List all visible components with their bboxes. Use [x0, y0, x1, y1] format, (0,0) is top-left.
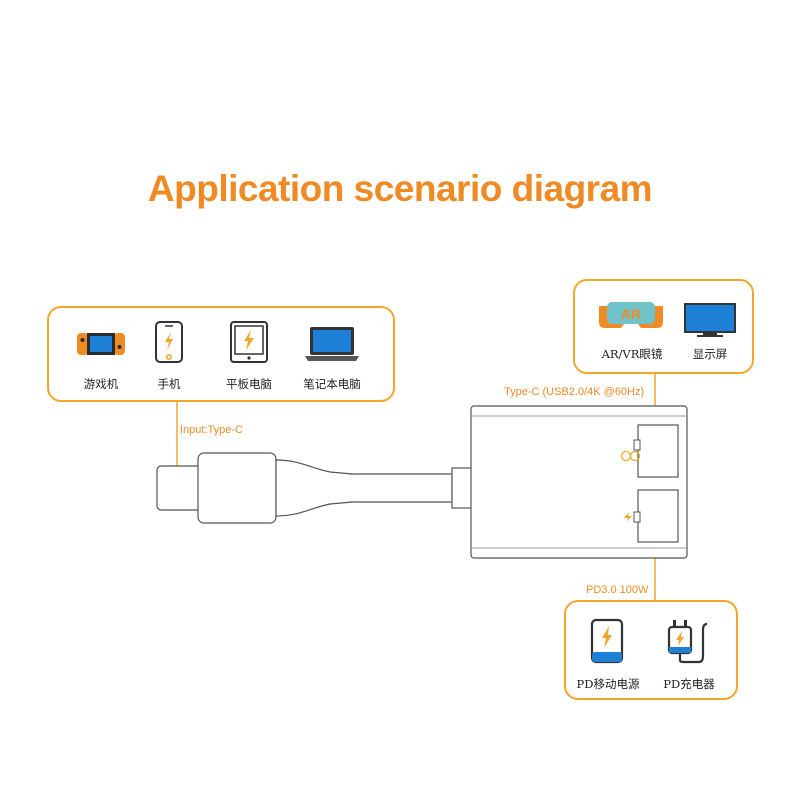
output-type-label: Type-C (USB2.0/4K @60Hz) — [504, 386, 645, 398]
power-bank-icon — [590, 618, 624, 664]
tablet-icon — [230, 321, 268, 363]
input-device-label: 笔记本电脑 — [303, 377, 361, 391]
glasses-glyph-icon — [620, 450, 641, 462]
phone-icon — [155, 321, 183, 363]
page-title: Application scenario diagram — [147, 168, 653, 209]
output-port — [637, 424, 679, 478]
ar-vr-glasses-icon: AR — [599, 302, 663, 328]
input-device-label: 平板电脑 — [226, 377, 272, 391]
strain-relief — [275, 459, 356, 517]
charger-icon — [667, 620, 708, 664]
monitor-icon — [684, 303, 736, 337]
power-type-label: PD3.0 100W — [586, 584, 649, 596]
cable-neck — [451, 467, 473, 509]
input-device-label: 游戏机 — [83, 377, 119, 391]
plug-housing — [197, 452, 277, 524]
game-console-icon — [77, 333, 125, 355]
output-device-label: 显示屏 — [692, 347, 728, 361]
adapter-body — [470, 405, 688, 559]
output-device-label: AR/VR眼镜 — [601, 347, 663, 361]
lightning-glyph-icon — [624, 512, 632, 522]
power-device-label: PD移动电源 — [576, 677, 640, 691]
input-device-label: 手机 — [157, 377, 181, 391]
power-port — [637, 489, 679, 543]
cable — [352, 473, 453, 503]
power-device-label: PD充电器 — [663, 677, 715, 691]
input-type-label: Input:Type-C — [180, 424, 243, 436]
type-c-plug — [156, 465, 203, 511]
ar-icon-text: AR — [621, 306, 641, 322]
laptop-icon — [305, 327, 359, 361]
